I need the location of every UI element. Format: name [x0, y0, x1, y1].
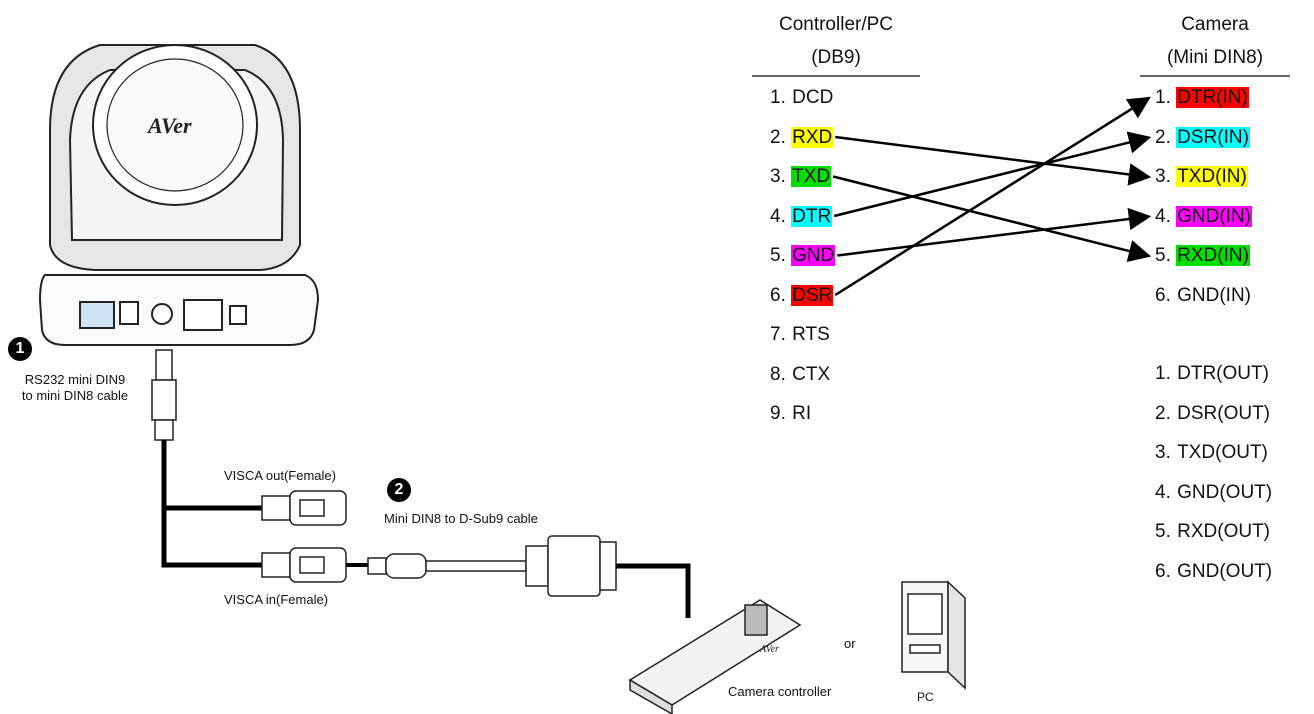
pin-signal-name: DSR [791, 284, 834, 306]
controller-column-title: Controller/PC [778, 14, 894, 35]
pin-signal-name: GND(IN) [1176, 205, 1253, 227]
pin-signal-name: RXD(OUT) [1177, 521, 1271, 542]
camera-column-subtitle: (Mini DIN8) [1166, 47, 1264, 68]
controller-pin-7: 7. RTS [770, 322, 831, 348]
pin-number: 1. [1155, 87, 1177, 108]
pin-signal-name: TXD(IN) [1176, 166, 1248, 187]
cable-2-caption: Mini DIN8 to D-Sub9 cable [384, 511, 538, 526]
wire-arrow-6-to-1 [834, 96, 1151, 297]
pin-signal-name: TXD [791, 166, 832, 187]
wire-arrow-2-to-3 [835, 135, 1152, 186]
controller-pin-2: 2. RXD [770, 125, 834, 151]
camera-out-pin-5: 5. RXD(OUT) [1155, 519, 1271, 545]
pin-signal-name: DTR(OUT) [1177, 363, 1269, 384]
pin-signal-name: GND(OUT) [1177, 481, 1273, 503]
pin-number: 2. [1155, 402, 1177, 424]
camera-in-pin-2: 2. DSR(IN) [1155, 125, 1250, 151]
pin-number: 1. [770, 87, 792, 108]
pin-signal-name: DTR [791, 205, 833, 227]
pin-number: 6. [1155, 560, 1177, 582]
camera-in-pin-3: 3. TXD(IN) [1155, 164, 1248, 190]
controller-pin-9: 9. RI [770, 401, 812, 427]
camera-in-pin-4: 4. GND(IN) [1155, 204, 1253, 230]
pin-number: 1. [1155, 363, 1177, 384]
pin-signal-name: GND [791, 245, 836, 266]
pin-number: 4. [1155, 481, 1177, 503]
visca-out-connector-icon [261, 490, 347, 526]
pin-signal-name: TXD(OUT) [1177, 442, 1268, 463]
controller-pin-8: 8. CTX [770, 362, 831, 388]
pin-number: 9. [770, 403, 792, 424]
or-label: or [844, 636, 856, 651]
camera-out-pin-6: 6. GND(OUT) [1155, 559, 1273, 585]
controller-pin-1: 1. DCD [770, 85, 834, 111]
pin-number: 3. [1155, 166, 1177, 187]
controller-brand-logo: AVer [759, 644, 779, 655]
controller-pin-3: 3. TXD [770, 164, 832, 190]
pin-signal-name: GND(OUT) [1177, 560, 1273, 582]
visca-in-label: VISCA in(Female) [224, 592, 329, 607]
pin-number: 6. [770, 284, 792, 306]
pin-signal-name: DSR(IN) [1176, 126, 1250, 148]
pin-number: 5. [1155, 245, 1177, 266]
camera-out-pin-1: 1. DTR(OUT) [1155, 361, 1270, 387]
controller-column-subtitle: (DB9) [811, 47, 861, 68]
camera-out-pin-2: 2. DSR(OUT) [1155, 401, 1271, 427]
pin-wiring-arrows [832, 96, 1152, 297]
pin-signal-name: DCD [792, 87, 834, 108]
pin-signal-name: RI [792, 403, 812, 424]
pc-label: PC [917, 690, 934, 704]
camera-in-pin-6: 6. GND(IN) [1155, 283, 1252, 309]
camera-brand-logo: AVer [146, 113, 192, 138]
camera-controller-icon [628, 599, 802, 714]
wire-arrow-3-to-5 [832, 175, 1152, 262]
pin-signal-name: DSR(OUT) [1177, 402, 1271, 424]
pin-number: 5. [770, 245, 792, 266]
visca-out-label: VISCA out(Female) [224, 468, 336, 483]
camera-column-title: Camera [1181, 14, 1249, 35]
controller-pin-4: 4. DTR [770, 204, 833, 230]
pin-number: 7. [770, 324, 792, 345]
pin-number: 4. [770, 205, 792, 227]
pc-tower-icon [901, 580, 966, 690]
controller-pin-5: 5. GND [770, 243, 836, 269]
din9-to-din8-cable [151, 349, 177, 441]
wire-arrow-5-to-4 [837, 207, 1152, 257]
pin-number: 3. [1155, 442, 1177, 463]
pin-number: 6. [1155, 284, 1177, 306]
pin-number: 2. [1155, 126, 1177, 148]
controller-pin-6: 6. DSR [770, 283, 834, 309]
pin-signal-name: GND(IN) [1177, 284, 1252, 306]
visca-in-connector-icon [261, 547, 347, 583]
pin-signal-name: DTR(IN) [1176, 87, 1249, 108]
pin-signal-name: RXD(IN) [1176, 245, 1250, 266]
cable-1-badge: 1 [8, 337, 32, 361]
camera-in-pin-5: 5. RXD(IN) [1155, 243, 1250, 269]
camera-controller-label: Camera controller [728, 684, 832, 699]
cable-2-badge: 2 [387, 478, 411, 502]
pin-signal-name: RXD [791, 126, 834, 148]
camera-out-pin-3: 3. TXD(OUT) [1155, 440, 1269, 466]
pin-signal-name: RTS [792, 324, 830, 345]
din8-to-dsub9-cable [367, 535, 617, 597]
cable-1-caption-line1: RS232 mini DIN9 [24, 372, 126, 387]
pin-signal-name: CTX [792, 363, 831, 385]
pin-number: 5. [1155, 521, 1177, 542]
ptz-camera-icon [38, 44, 320, 346]
pin-number: 2. [770, 126, 792, 148]
pin-number: 4. [1155, 205, 1177, 227]
wire-arrow-4-to-2 [833, 131, 1152, 218]
cable-1-caption-line2: to mini DIN8 cable [21, 388, 129, 403]
camera-in-pin-1: 1. DTR(IN) [1155, 85, 1249, 111]
camera-out-pin-4: 4. GND(OUT) [1155, 480, 1273, 506]
pin-number: 3. [770, 166, 792, 187]
pin-number: 8. [770, 363, 792, 385]
